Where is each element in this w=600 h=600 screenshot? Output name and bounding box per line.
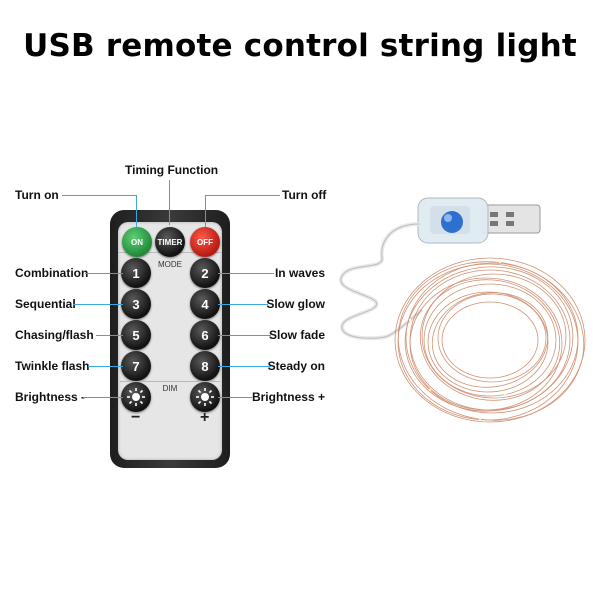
leader-line-turn-on <box>62 195 136 196</box>
mode-caption: MODE <box>158 260 182 269</box>
mode-button-3[interactable]: 3 <box>121 289 151 319</box>
mode-button-6[interactable]: 6 <box>190 320 220 350</box>
callout-steady-on: Steady on <box>267 359 325 373</box>
mode-button-1[interactable]: 1 <box>121 258 151 288</box>
led-dots <box>408 260 582 422</box>
off-button[interactable]: OFF <box>190 227 220 257</box>
leader-line-turn-off-drop <box>205 195 206 227</box>
leader-line-timing <box>169 180 170 225</box>
leader-line-combination <box>85 273 123 274</box>
callout-twinkle-flash: Twinkle flash <box>15 359 90 373</box>
mode-button-2[interactable]: 2 <box>190 258 220 288</box>
timer-button[interactable]: TIMER <box>155 227 185 257</box>
usb-string-light-illustration <box>338 197 586 423</box>
mode-button-5[interactable]: 5 <box>121 320 151 350</box>
callout-brightness-plus: Brightness + <box>251 390 325 404</box>
callout-sequential: Sequential <box>15 297 76 311</box>
leader-line-slow-glow <box>218 304 268 305</box>
plus-sign: + <box>200 409 210 426</box>
on-button[interactable]: ON <box>122 227 152 257</box>
brightness-down-button[interactable] <box>121 382 151 412</box>
leader-line-twinkle-flash <box>88 366 123 367</box>
usb-plug <box>417 197 541 244</box>
leader-line-slow-fade <box>218 335 271 336</box>
minus-sign: − <box>131 409 141 426</box>
leader-line-steady-on <box>218 366 271 367</box>
callout-in-waves: In waves <box>274 266 325 280</box>
callout-timing-function: Timing Function <box>125 163 219 177</box>
callout-slow-fade: Slow fade <box>268 328 325 342</box>
page-title: USB remote control string light <box>23 28 577 64</box>
callout-chasing-flash: Chasing/flash <box>15 328 94 342</box>
leader-line-in-waves <box>218 273 274 274</box>
copper-wire-coil <box>394 257 586 423</box>
mode-button-4[interactable]: 4 <box>190 289 220 319</box>
leader-line-chasing-flash <box>96 335 123 336</box>
dim-caption: DIM <box>162 384 178 393</box>
callout-slow-glow: Slow glow <box>266 297 325 311</box>
mode-button-7[interactable]: 7 <box>121 351 151 381</box>
mode-button-8[interactable]: 8 <box>190 351 220 381</box>
leader-line-sequential <box>73 304 123 305</box>
leader-line-turn-on-drop <box>136 195 137 227</box>
leader-line-brightness-minus <box>83 397 123 398</box>
sun-icon <box>127 388 145 406</box>
callout-brightness-minus: Brightness - <box>15 390 86 404</box>
dim-divider <box>120 381 220 382</box>
callout-combination: Combination <box>15 266 89 280</box>
leader-line-turn-off <box>205 195 280 196</box>
callout-turn-on: Turn on <box>15 188 59 202</box>
sun-icon <box>196 388 214 406</box>
leader-line-brightness-plus <box>218 397 252 398</box>
callout-turn-off: Turn off <box>282 188 327 202</box>
brightness-up-button[interactable] <box>190 382 220 412</box>
